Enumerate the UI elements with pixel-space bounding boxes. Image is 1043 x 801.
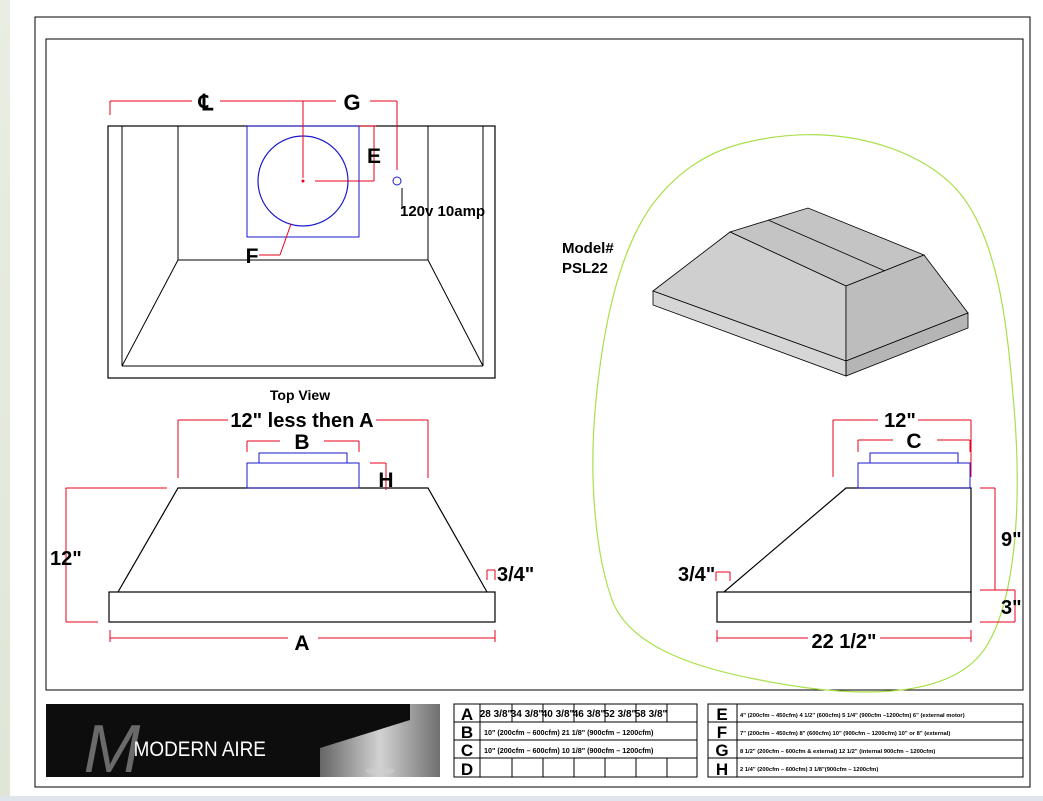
size-cell: 40 3/8" bbox=[542, 709, 575, 720]
side-top-label: 12" bbox=[884, 410, 916, 432]
f-row-text: 7" (200cfm – 450cfm) 8" (600cfm) 10" (90… bbox=[740, 731, 950, 737]
front-view: 12" less then A B H 12" 3/4" A bbox=[50, 408, 534, 655]
brand-logo: M MODERN AIRE bbox=[46, 704, 440, 787]
less-a-label: 12" less then A bbox=[230, 410, 373, 432]
g-label: G bbox=[343, 90, 360, 115]
h-row-text: 2 1/4" (200cfm – 600cfm) 3 1/8"(900cfm –… bbox=[740, 767, 878, 773]
c-label: C bbox=[906, 430, 921, 453]
outer-frame bbox=[34, 16, 1031, 788]
green-highlight-circle bbox=[592, 134, 1018, 693]
left-window-strip bbox=[0, 0, 10, 796]
g-row-text: 8 1/2" (200cfm – 600cfm & external) 12 1… bbox=[740, 749, 935, 755]
row-key-h: H bbox=[716, 760, 728, 779]
power-outlet bbox=[392, 176, 402, 186]
side-width-label: 22 1/2" bbox=[811, 631, 876, 653]
h-label: H bbox=[378, 469, 393, 492]
row-key-f: F bbox=[717, 723, 727, 742]
side-nine-label: 9" bbox=[1001, 529, 1022, 551]
top-view-label: Top View bbox=[270, 387, 330, 403]
c-row-text: 10" (200cfm – 600cfm) 10 1/8" (900cfm – … bbox=[484, 746, 654, 755]
top-view-outline bbox=[107, 125, 496, 379]
row-key-c: C bbox=[461, 741, 473, 760]
drawing-sheet: ℄ G E F 120v 10amp Top View Model# PSL22 bbox=[10, 0, 1043, 796]
f-label: F bbox=[246, 245, 259, 268]
size-table-right: E F G H 4" (200cfm – 450cfm) 4 1/2" (600… bbox=[707, 703, 1024, 779]
row-key-e: E bbox=[716, 705, 727, 724]
b-row-text: 10" (200cfm – 600cfm) 21 1/8" (900cfm – … bbox=[484, 728, 654, 737]
size-cell: 46 3/8" bbox=[573, 709, 606, 720]
row-key-g: G bbox=[715, 741, 728, 760]
side-view: 12" C 9" 3/4" 3" 22 1/2" bbox=[678, 408, 1022, 653]
size-cell: 52 3/8" bbox=[604, 709, 637, 720]
power-label: 120v 10amp bbox=[400, 203, 485, 220]
size-cell: 58 3/8" bbox=[635, 709, 668, 720]
size-table-left: A B C D 28 3/8" 34 3/8" 40 3/8" 46 3/8" … bbox=[453, 703, 698, 779]
top-view: ℄ G E F 120v 10amp Top View bbox=[107, 90, 496, 403]
brand-name: MODERN AIRE bbox=[134, 738, 266, 761]
row-key-b: B bbox=[461, 723, 473, 742]
technical-drawing: ℄ G E F 120v 10amp Top View Model# PSL22 bbox=[34, 16, 1031, 788]
model-number: PSL22 bbox=[562, 260, 608, 277]
e-label: E bbox=[367, 145, 381, 168]
centerline-label: ℄ bbox=[198, 90, 214, 115]
model-label: Model# bbox=[562, 240, 614, 257]
a-label: A bbox=[294, 632, 309, 655]
size-cell: 34 3/8" bbox=[511, 709, 544, 720]
b-label: B bbox=[294, 431, 309, 454]
brand-monogram: M bbox=[84, 711, 141, 787]
drawing-frame bbox=[45, 38, 1024, 691]
size-cell: 28 3/8" bbox=[480, 709, 513, 720]
side-three-label: 3" bbox=[1001, 597, 1022, 619]
front-lip-label: 3/4" bbox=[497, 564, 534, 586]
front-height-label: 12" bbox=[50, 548, 82, 570]
hood-isometric bbox=[652, 207, 969, 377]
e-row-text: 4" (200cfm – 450cfm) 4 1/2" (600cfm) 5 1… bbox=[740, 713, 965, 719]
row-key-d: D bbox=[461, 760, 473, 779]
row-key-a: A bbox=[461, 705, 473, 724]
side-lip-label: 3/4" bbox=[678, 564, 715, 586]
